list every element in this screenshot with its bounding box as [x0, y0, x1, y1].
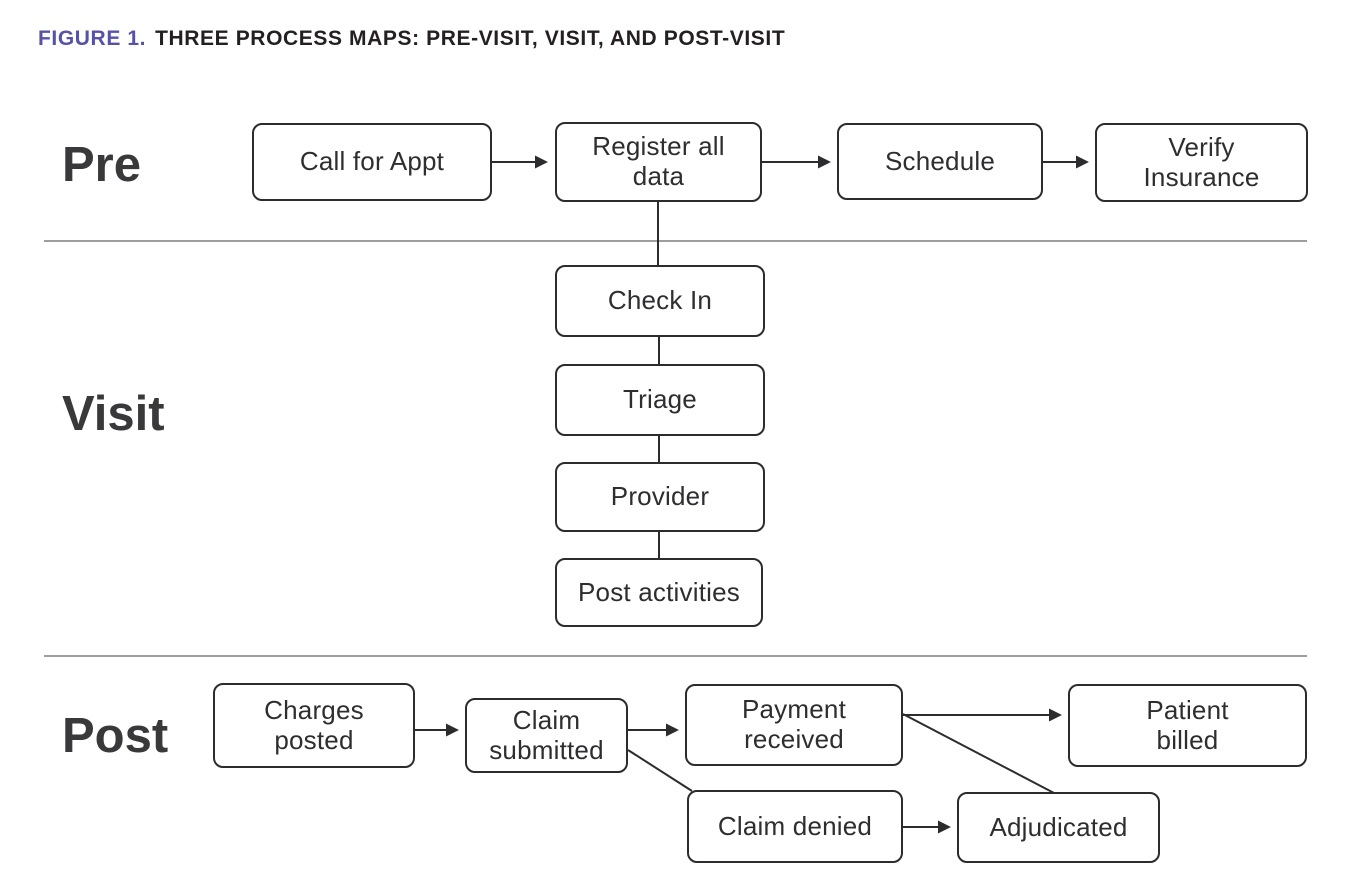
node-call-for-appt: Call for Appt [252, 123, 492, 201]
node-label: Post activities [578, 576, 740, 607]
node-patient-billed: Patient billed [1068, 684, 1307, 767]
node-check-in: Check In [555, 265, 765, 337]
figure-number-label: FIGURE 1. [38, 27, 147, 50]
node-charges-posted: Charges posted [213, 683, 415, 768]
node-register-all-data: Register all data [555, 122, 762, 202]
node-post-activities: Post activities [555, 558, 763, 627]
figure-title: FIGURE 1. THREE PROCESS MAPS: PRE-VISIT, … [38, 27, 785, 51]
node-provider: Provider [555, 462, 765, 532]
section-divider-pre-visit [44, 240, 1307, 242]
node-claim-submitted: Claim submitted [465, 698, 628, 773]
line-payment-to-adjudicated [902, 713, 1055, 794]
node-label: Charges posted [264, 694, 364, 755]
node-label: Payment received [741, 694, 846, 754]
section-label-pre: Pre [62, 138, 142, 192]
node-payment-received: Payment received [685, 684, 903, 766]
node-label: Check In [607, 285, 713, 316]
line-claimsubmitted-to-claimdenied [627, 749, 693, 792]
node-claim-denied: Claim denied [687, 790, 903, 863]
node-label: Claim denied [717, 810, 873, 841]
node-label: Patient billed [1146, 694, 1229, 755]
figure-title-text: THREE PROCESS MAPS: PRE-VISIT, VISIT, AN… [155, 27, 786, 50]
node-label: Call for Appt [299, 146, 445, 177]
node-verify-insurance: Verify Insurance [1095, 123, 1308, 202]
node-label: Provider [610, 481, 710, 512]
node-schedule: Schedule [837, 123, 1043, 200]
node-label: Schedule [884, 145, 996, 176]
node-label: Claim submitted [489, 704, 604, 765]
node-label: Register all data [592, 131, 725, 191]
section-label-post: Post [62, 709, 169, 763]
section-divider-visit-post [44, 655, 1307, 657]
node-label: Triage [623, 384, 697, 415]
node-label: Adjudicated [989, 811, 1128, 842]
node-adjudicated: Adjudicated [957, 792, 1160, 863]
section-label-visit: Visit [62, 387, 165, 441]
node-triage: Triage [555, 364, 765, 436]
node-label: Verify Insurance [1143, 131, 1260, 192]
